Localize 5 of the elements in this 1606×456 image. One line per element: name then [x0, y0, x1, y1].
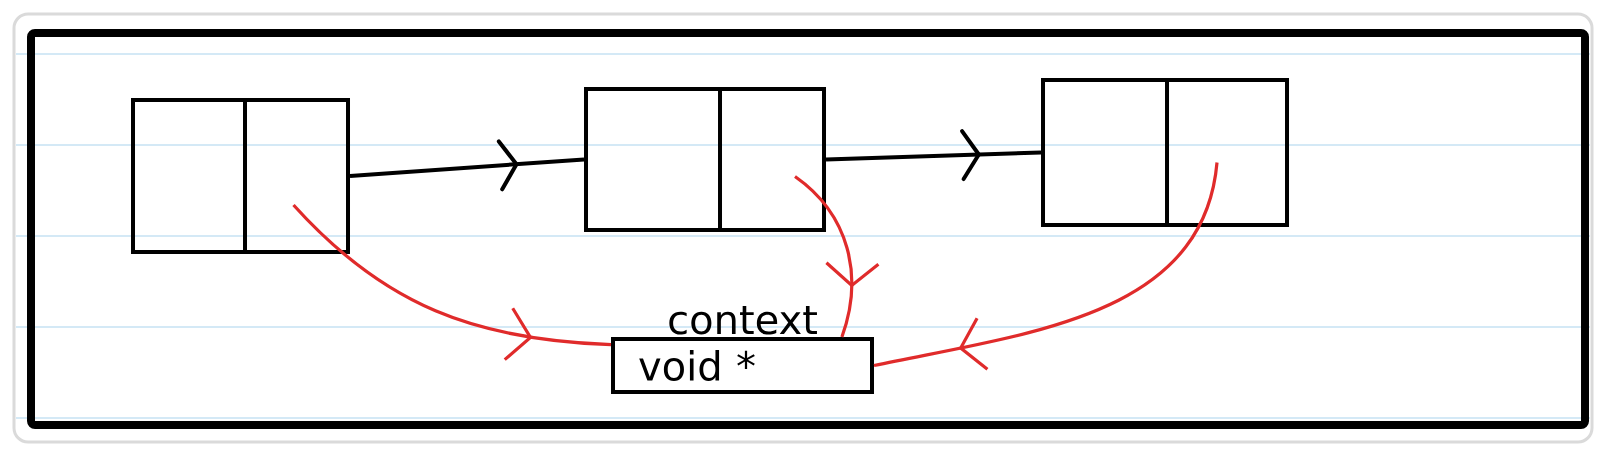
text-box: void *: [611, 337, 874, 394]
split-box: [1041, 78, 1289, 227]
split-box: [131, 98, 350, 254]
split-box: [584, 87, 826, 232]
box-heading: context: [669, 305, 817, 335]
